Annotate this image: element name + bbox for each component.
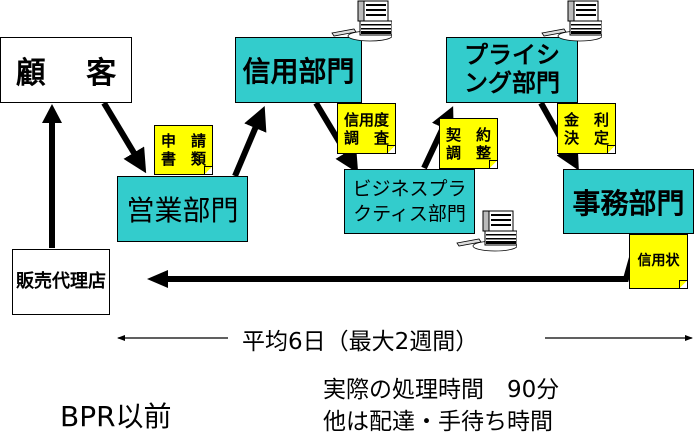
note-interest-line1: 金 利 <box>563 110 609 129</box>
node-business-practice-dept: ビジネスプラ クティス部門 <box>344 169 475 234</box>
note-credit-check: 信用度 調 査 <box>337 103 396 154</box>
node-business-practice-line1: ビジネスプラ <box>352 177 467 200</box>
node-dealer-label: 販売代理店 <box>16 271 106 292</box>
note-application-line2: 書 類 <box>160 150 206 168</box>
node-admin-dept: 事務部門 <box>563 169 694 234</box>
summary-line1: 実際の処理時間 90分 <box>323 377 560 403</box>
note-application-line1: 申 請 <box>160 132 206 150</box>
computer-icon <box>541 0 602 42</box>
node-pricing-dept-line2: ング部門 <box>464 69 560 97</box>
arrow-dealer-to-customer-head <box>42 104 62 123</box>
node-customer: 顧 客 <box>0 37 132 103</box>
node-sales-dept: 営業部門 <box>117 176 248 242</box>
note-letter-of-credit-label: 信用状 <box>637 253 680 270</box>
note-interest-line2: 決 定 <box>563 128 609 147</box>
node-business-practice-line2: クティス部門 <box>353 202 466 225</box>
node-admin-dept-label: 事務部門 <box>572 186 685 220</box>
node-pricing-dept-line1: プライシ <box>464 41 560 70</box>
computer-icon <box>331 0 392 42</box>
note-contract-adjustment: 契 約 調 整 <box>439 118 498 169</box>
node-credit-dept: 信用部門 <box>235 37 362 103</box>
node-sales-dept-label: 営業部門 <box>126 194 239 227</box>
timeline-label: 平均6日（最大2週間） <box>242 329 479 355</box>
arrow-customer-to-sales <box>101 101 147 174</box>
node-credit-dept-label: 信用部門 <box>242 55 355 88</box>
note-credit-check-line2: 調 査 <box>343 128 389 147</box>
diagram-title: BPR以前 <box>60 400 172 433</box>
note-contract-line2: 調 整 <box>445 143 491 162</box>
summary-line2: 他は配達・手待ち時間 <box>323 409 553 435</box>
note-contract-line1: 契 約 <box>445 125 491 144</box>
note-interest-decision: 金 利 決 定 <box>557 103 616 154</box>
node-customer-label: 顧 客 <box>15 56 117 91</box>
arrow-sales-to-credit <box>232 105 267 178</box>
note-letter-of-credit: 信用状 <box>629 234 688 289</box>
arrow-admin-to-dealer-head <box>147 270 168 288</box>
note-credit-check-line1: 信用度 <box>343 110 389 129</box>
computer-icon <box>456 210 517 252</box>
note-application-documents: 申 請 書 類 <box>154 125 213 175</box>
arrow-admin-to-dealer <box>166 235 641 282</box>
node-pricing-dept: プライシ ング部門 <box>446 37 578 103</box>
node-dealer: 販売代理店 <box>12 249 110 315</box>
